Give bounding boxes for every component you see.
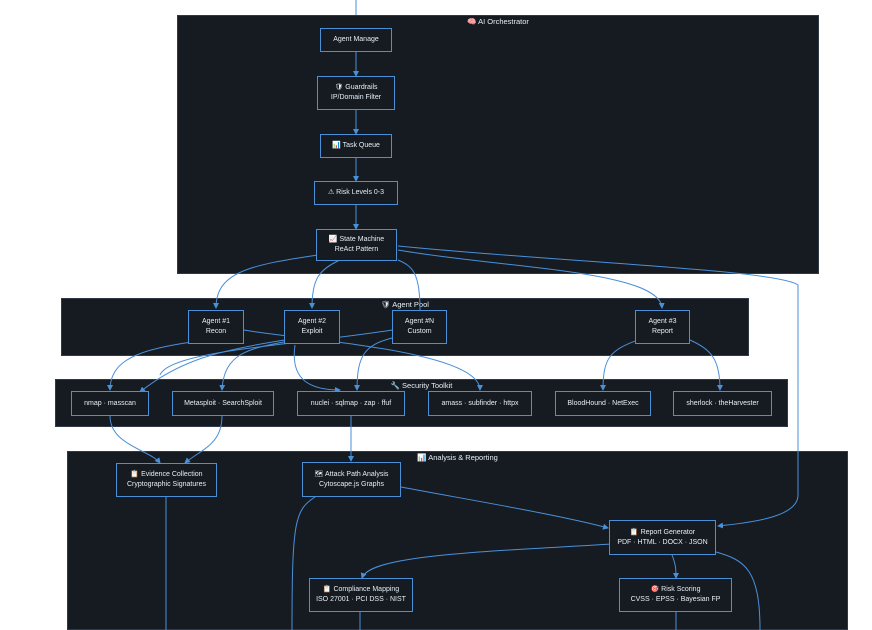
- attack-path-node[interactable]: 🗺 Attack Path Analysis Cytoscape.js Grap…: [302, 462, 401, 497]
- risk-levels-label: ⚠ Risk Levels 0-3: [327, 189, 385, 196]
- compliance-mapping-node[interactable]: 📋 Compliance Mapping ISO 27001 · PCI DSS…: [309, 578, 413, 612]
- orchestrator-cluster: 🧠 AI Orchestrator: [177, 15, 819, 274]
- attack-path-title: 🗺 Attack Path Analysis: [314, 470, 389, 478]
- tool-metasploit-node[interactable]: Metasploit · SearchSploit: [172, 391, 274, 416]
- state-machine-title: 📈 State Machine: [328, 236, 385, 243]
- state-machine-subtitle: ReAct Pattern: [334, 246, 379, 253]
- compliance-mapping-title: 📋 Compliance Mapping: [322, 586, 400, 593]
- agentN-subtitle: Custom: [407, 328, 432, 335]
- agent-pool-cluster-title: 🛡 Agent Pool: [381, 300, 429, 309]
- report-generator-subtitle: PDF · HTML · DOCX · JSON: [617, 538, 708, 546]
- tool-amass-node[interactable]: amass · subfinder · httpx: [428, 391, 532, 416]
- task-queue-node[interactable]: 📊 Task Queue: [320, 134, 392, 158]
- toolkit-cluster-title: 🔧 Security Toolkit: [390, 381, 453, 390]
- agent2-node[interactable]: Agent #2 Exploit: [284, 310, 340, 344]
- tool-nmap-node[interactable]: nmap · masscan: [71, 391, 149, 416]
- risk-levels-node[interactable]: ⚠ Risk Levels 0-3: [314, 181, 398, 205]
- tool-bloodhound-label: BloodHound · NetExec: [567, 399, 639, 407]
- tool-amass-label: amass · subfinder · httpx: [441, 399, 519, 407]
- tool-sherlock-label: sherlock · theHarvester: [686, 399, 759, 407]
- analysis-cluster-title: 📊 Analysis & Reporting: [417, 453, 498, 462]
- compliance-mapping-subtitle: ISO 27001 · PCI DSS · NIST: [316, 596, 406, 603]
- agent1-subtitle: Recon: [205, 328, 227, 335]
- evidence-collection-title: 📋 Evidence Collection: [130, 471, 203, 478]
- agentN-node[interactable]: Agent #N Custom: [392, 310, 447, 344]
- tool-bloodhound-node[interactable]: BloodHound · NetExec: [555, 391, 651, 416]
- task-queue-label: 📊 Task Queue: [332, 142, 380, 149]
- agent1-node[interactable]: Agent #1 Recon: [188, 310, 244, 344]
- guardrails-node[interactable]: 🛡 Guardrails IP/Domain Filter: [317, 76, 395, 110]
- agent3-title: Agent #3: [648, 318, 677, 325]
- agent-manager-label: Agent Manage: [333, 36, 379, 43]
- tool-nuclei-label: nuclei · sqlmap · zap · ffuf: [310, 399, 392, 407]
- attack-path-subtitle: Cytoscape.js Graphs: [319, 480, 384, 488]
- agent3-subtitle: Report: [651, 328, 673, 335]
- agent2-title: Agent #2: [297, 318, 327, 325]
- guardrails-title: 🛡 Guardrails: [334, 84, 378, 91]
- risk-scoring-subtitle: CVSS · EPSS · Bayesian FP: [630, 596, 721, 603]
- state-machine-node[interactable]: 📈 State Machine ReAct Pattern: [316, 229, 397, 261]
- agent-manager-node[interactable]: Agent Manage: [320, 28, 392, 52]
- tool-metasploit-label: Metasploit · SearchSploit: [184, 399, 262, 407]
- report-generator-title: 📋 Report Generator: [629, 528, 696, 536]
- guardrails-subtitle: IP/Domain Filter: [330, 94, 382, 101]
- risk-scoring-title: 🎯 Risk Scoring: [650, 586, 701, 593]
- agent3-node[interactable]: Agent #3 Report: [635, 310, 690, 344]
- agent2-subtitle: Exploit: [301, 328, 323, 335]
- agentN-title: Agent #N: [404, 318, 435, 325]
- orchestrator-cluster-title: 🧠 AI Orchestrator: [467, 17, 529, 26]
- tool-nmap-label: nmap · masscan: [84, 399, 136, 407]
- agent1-title: Agent #1: [201, 318, 231, 325]
- tool-sherlock-node[interactable]: sherlock · theHarvester: [673, 391, 772, 416]
- evidence-collection-subtitle: Cryptographic Signatures: [127, 481, 206, 488]
- report-generator-node[interactable]: 📋 Report Generator PDF · HTML · DOCX · J…: [609, 520, 716, 555]
- risk-scoring-node[interactable]: 🎯 Risk Scoring CVSS · EPSS · Bayesian FP: [619, 578, 732, 612]
- tool-nuclei-node[interactable]: nuclei · sqlmap · zap · ffuf: [297, 391, 405, 416]
- evidence-collection-node[interactable]: 📋 Evidence Collection Cryptographic Sign…: [116, 463, 217, 497]
